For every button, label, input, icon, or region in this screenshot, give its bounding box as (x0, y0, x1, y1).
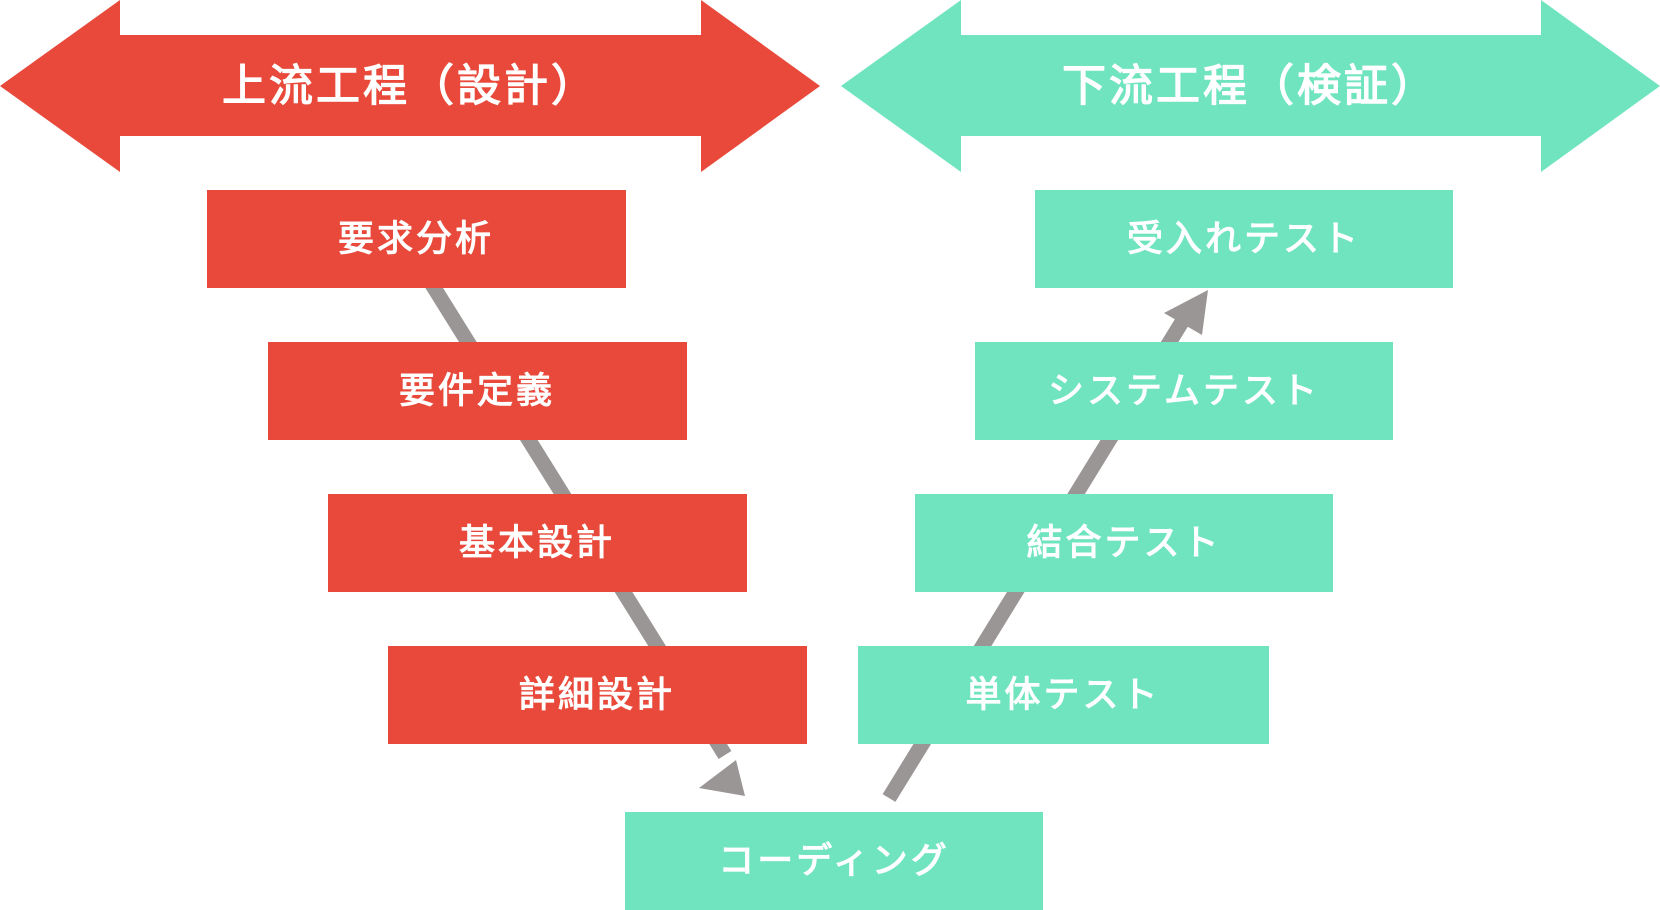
test-step-label: システムテスト (1048, 371, 1320, 412)
coding-step: コーディング (625, 812, 1043, 910)
design-step-detailed-design: 詳細設計 (388, 646, 807, 744)
test-step-box (1035, 190, 1453, 288)
design-step-box (207, 190, 626, 288)
upstream-banner: 上流工程（設計） (0, 0, 820, 172)
design-step-box (388, 646, 807, 744)
test-step-system-test: システムテスト (975, 342, 1393, 440)
design-step-label: 要求分析 (338, 219, 494, 260)
test-step-label: 結合テスト (1026, 523, 1221, 564)
test-step-integration-test: 結合テスト (915, 494, 1333, 592)
design-step-label: 要件定義 (399, 371, 555, 412)
design-step-box (268, 342, 687, 440)
upstream-banner-double-arrow-icon (0, 0, 820, 172)
design-step-label: 基本設計 (459, 523, 615, 564)
coding-step-label: コーディング (718, 840, 949, 882)
design-step-label: 詳細設計 (519, 675, 675, 716)
design-step-requirements-definition: 要件定義 (268, 342, 687, 440)
test-step-acceptance-test: 受入れテスト (1035, 190, 1453, 288)
downstream-banner-label: 下流工程（検証） (1062, 61, 1438, 112)
downstream-banner: 下流工程（検証） (841, 0, 1660, 172)
test-step-box (975, 342, 1393, 440)
test-step-label: 単体テスト (965, 675, 1160, 716)
test-step-unit-test: 単体テスト (858, 646, 1269, 744)
downstream-banner-double-arrow-icon (841, 0, 1660, 172)
test-step-label: 受入れテスト (1127, 219, 1361, 260)
design-step-basic-design: 基本設計 (328, 494, 747, 592)
upstream-banner-label: 上流工程（設計） (222, 61, 598, 112)
design-step-requirements-analysis: 要求分析 (207, 190, 626, 288)
test-step-box (915, 494, 1333, 592)
connector-arrowhead-up (1164, 290, 1208, 335)
connector-arrowhead-down (699, 760, 745, 796)
design-step-box (328, 494, 747, 592)
coding-step-box (625, 812, 1043, 910)
test-step-box (858, 646, 1269, 744)
